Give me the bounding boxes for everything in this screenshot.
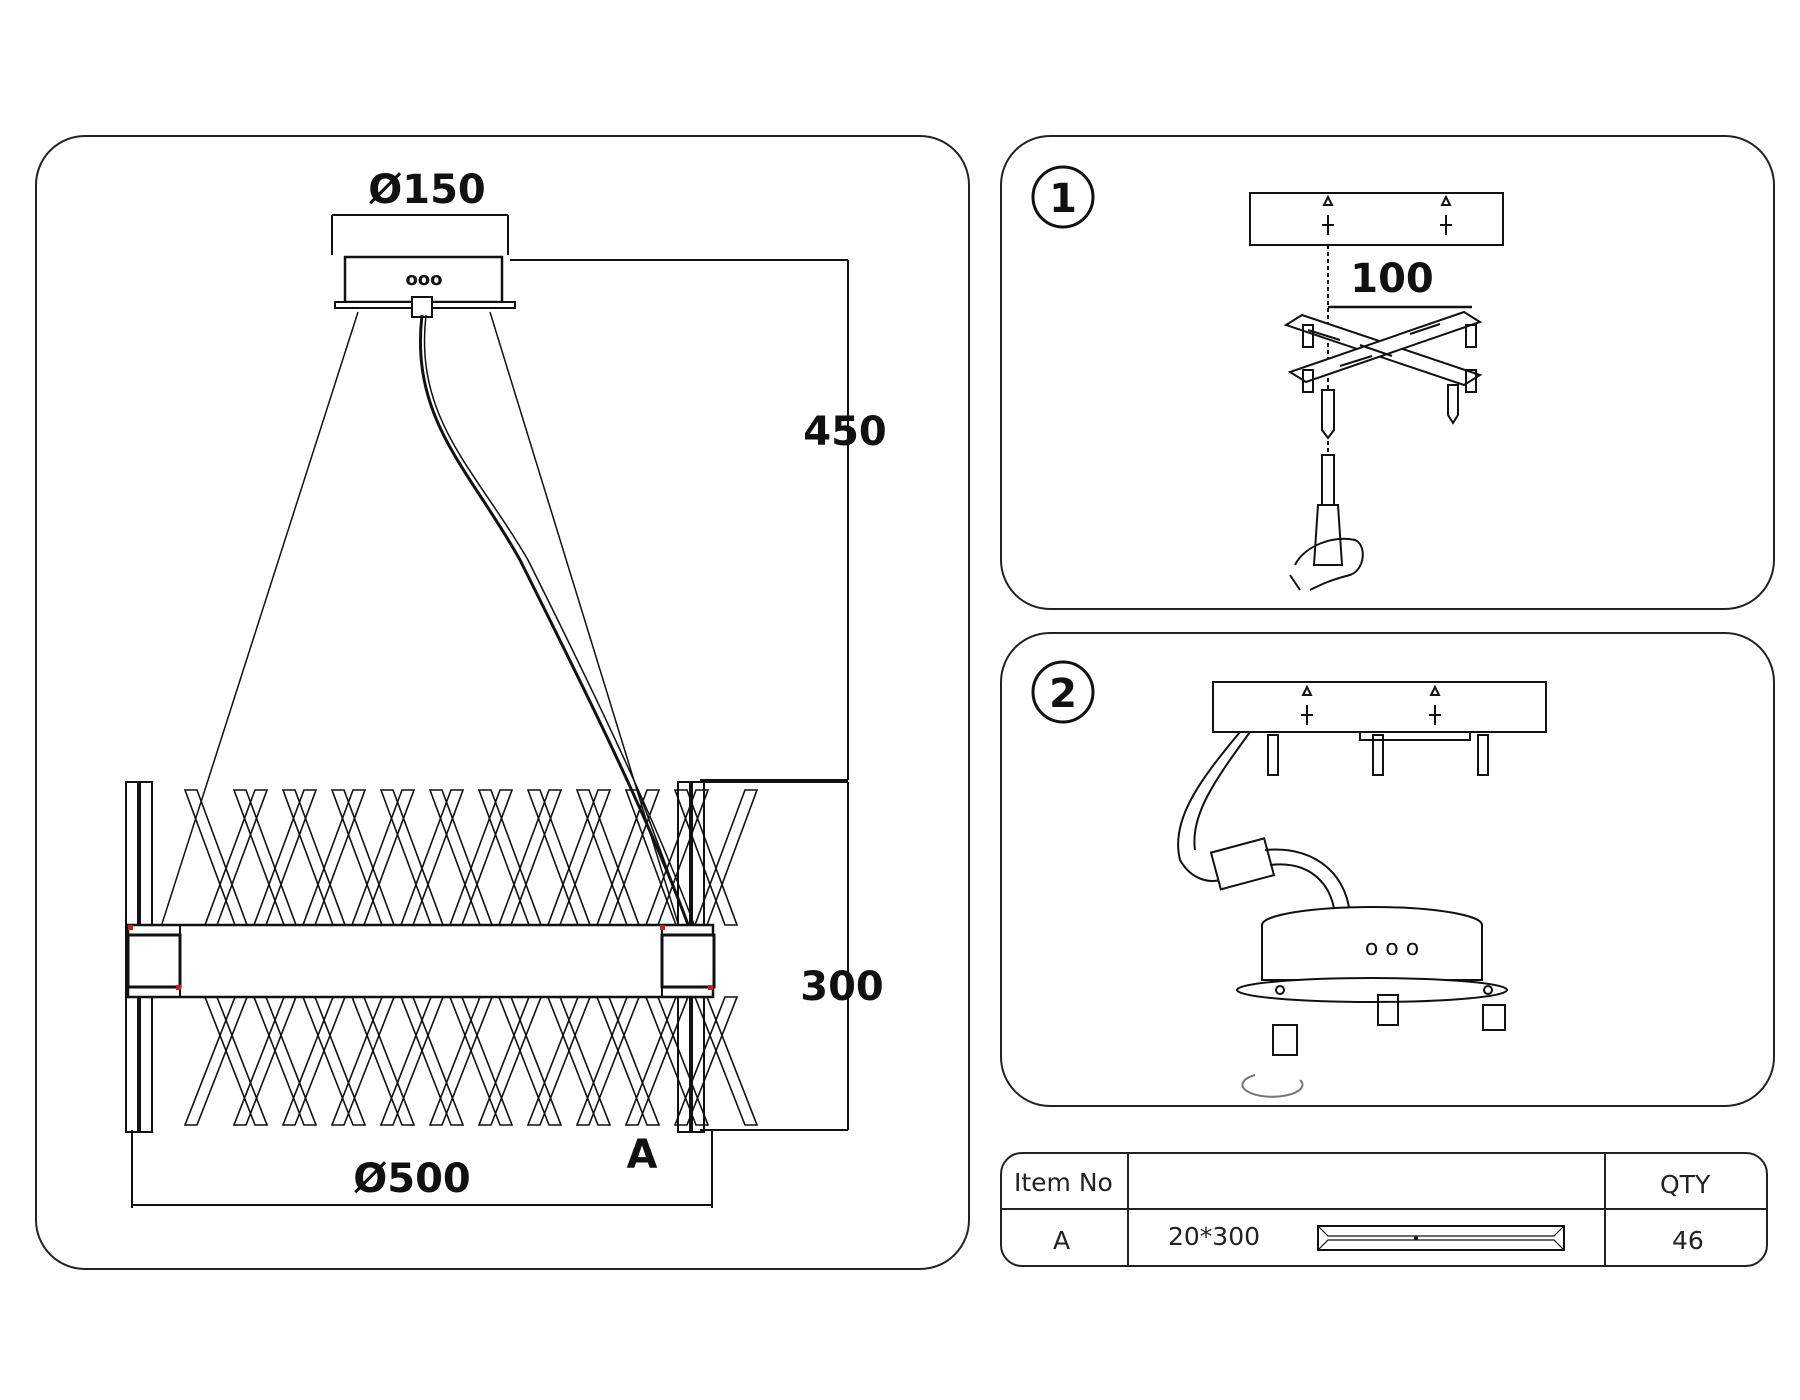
crystal-rod (330, 996, 396, 1126)
crystal-rod (183, 996, 249, 1126)
crystal-rod (448, 789, 514, 926)
crystal-rod (526, 996, 592, 1126)
step2-number: 2 (1049, 671, 1077, 717)
crystal-rod (281, 996, 347, 1126)
crystal-rod (252, 996, 318, 1126)
crystal-rod (497, 996, 563, 1126)
crystal-rod (595, 996, 661, 1126)
crystal-rod (497, 789, 563, 926)
crystal-rod (301, 789, 367, 926)
crystal-rod (428, 789, 494, 926)
row-qty: 46 (1672, 1226, 1704, 1255)
step1-badge (1031, 165, 1095, 229)
crystal-rod (232, 996, 298, 1126)
crystal-rod (575, 789, 641, 926)
crystal-rod (428, 996, 494, 1126)
crystal-rod (379, 789, 445, 926)
base-indicator: o o o (1365, 936, 1419, 961)
step1-number: 1 (1049, 176, 1077, 222)
dim-bracket-spacing: 100 (1350, 256, 1434, 302)
crystal-rod (330, 789, 396, 926)
crystal-rod (477, 789, 543, 926)
crystal-rod (448, 996, 514, 1126)
crystal-rod (350, 789, 416, 926)
dim-drop-height: 450 (803, 409, 887, 455)
crystal-rod (526, 789, 592, 926)
row-item-no: A (1053, 1226, 1071, 1255)
crystal-rod (546, 996, 612, 1126)
crystal-rod (232, 789, 298, 926)
crystal-rod (693, 996, 759, 1126)
crystal-rod (644, 996, 710, 1126)
header-qty: QTY (1660, 1170, 1711, 1199)
crystal-rod (301, 996, 367, 1126)
crystal-rod-icon (1317, 1225, 1565, 1251)
canopy-indicator: ooo (405, 269, 442, 290)
crystal-rod (693, 789, 759, 926)
crystal-rod (595, 789, 661, 926)
crystal-rod (575, 996, 641, 1126)
crystal-rod (644, 789, 710, 926)
crystal-rod (252, 789, 318, 926)
crystal-rod (399, 789, 465, 926)
crystal-rod (379, 996, 445, 1126)
crystal-rod (673, 789, 739, 926)
crystal-rod (350, 996, 416, 1126)
main-drawing-panel (35, 135, 970, 1270)
crystal-rod (203, 789, 269, 926)
dim-body-diameter: Ø500 (353, 1156, 471, 1202)
crystal-rod (477, 996, 543, 1126)
crystal-rod (673, 996, 739, 1126)
dim-body-height: 300 (800, 964, 884, 1010)
crystal-rod (624, 996, 690, 1126)
part-label-a: A (627, 1132, 658, 1178)
crystal-rod (281, 789, 347, 926)
crystal-rod (203, 996, 269, 1126)
step2-badge (1031, 660, 1095, 724)
crystal-rod (183, 789, 249, 926)
crystal-rod (399, 996, 465, 1126)
header-item-no: Item No (1014, 1168, 1113, 1197)
crystal-rod (546, 789, 612, 926)
parts-table: Item No QTY A 20*300 46 (1000, 1152, 1768, 1267)
dim-canopy-diameter: Ø150 (368, 167, 486, 213)
row-size: 20*300 (1168, 1222, 1261, 1251)
crystal-rod (624, 789, 690, 926)
